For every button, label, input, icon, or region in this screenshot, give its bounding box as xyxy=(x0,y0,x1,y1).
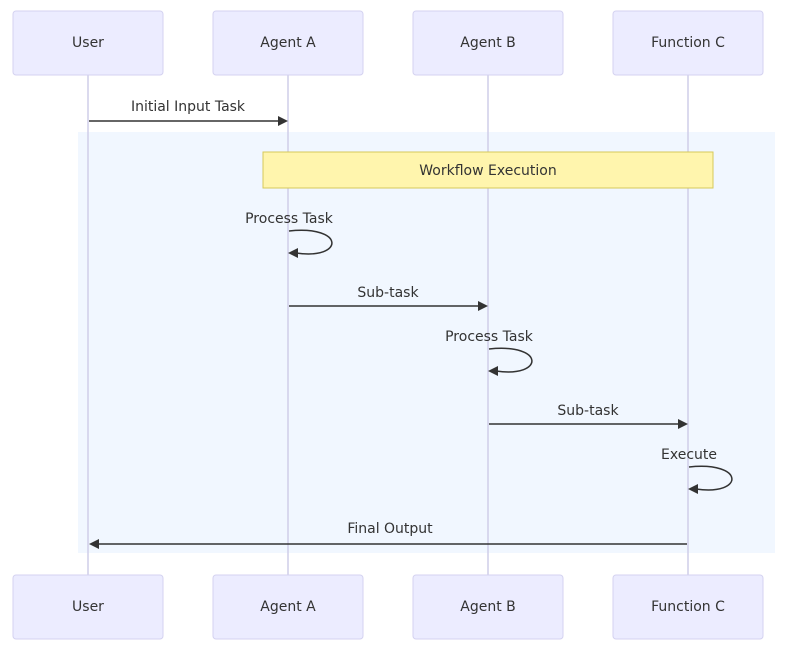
actor-label: Agent A xyxy=(260,35,316,51)
message-label: Execute xyxy=(661,447,717,463)
actor-label: Agent A xyxy=(260,599,316,615)
workflow-region xyxy=(78,132,775,553)
actor-label: Function C xyxy=(651,599,725,615)
arrow-head-icon xyxy=(478,301,488,311)
actor-label: Agent B xyxy=(460,35,516,51)
message-label: Final Output xyxy=(347,521,433,537)
message-label: Sub-task xyxy=(557,403,619,419)
arrow-head-icon xyxy=(688,484,698,494)
message-label: Initial Input Task xyxy=(131,99,246,115)
message-function-c-execute: Execute xyxy=(661,447,733,494)
actor-label: Agent B xyxy=(460,599,516,615)
message-label: Process Task xyxy=(245,211,334,227)
actor-label: Function C xyxy=(651,35,725,51)
message-agent-b-process: Process Task xyxy=(445,329,534,376)
arrow-head-icon xyxy=(488,366,498,376)
actor-label: User xyxy=(72,599,104,615)
arrow-head-icon xyxy=(278,116,288,126)
actor-top-agent-a: Agent A xyxy=(212,10,364,76)
message-final-output: Final Output xyxy=(89,521,687,549)
actor-label: User xyxy=(72,35,104,51)
arrow-head-icon xyxy=(89,539,99,549)
message-label: Process Task xyxy=(445,329,534,345)
actor-bottom-function-c: Function C xyxy=(612,574,764,640)
actor-bottom-agent-b: Agent B xyxy=(412,574,564,640)
actor-top-user: User xyxy=(12,10,164,76)
note-label: Workflow Execution xyxy=(419,163,556,179)
actor-top-agent-b: Agent B xyxy=(412,10,564,76)
arrow-head-icon xyxy=(288,248,298,258)
message-label: Sub-task xyxy=(357,285,419,301)
message-initial-input: Initial Input Task xyxy=(89,99,288,126)
note-workflow-execution: Workflow Execution xyxy=(262,151,714,189)
actor-bottom-user: User xyxy=(12,574,164,640)
message-sub-task-a-b: Sub-task xyxy=(289,285,488,311)
actor-bottom-agent-a: Agent A xyxy=(212,574,364,640)
actor-top-function-c: Function C xyxy=(612,10,764,76)
arrow-head-icon xyxy=(678,419,688,429)
message-agent-a-process: Process Task xyxy=(245,211,334,258)
message-sub-task-b-c: Sub-task xyxy=(489,403,688,429)
